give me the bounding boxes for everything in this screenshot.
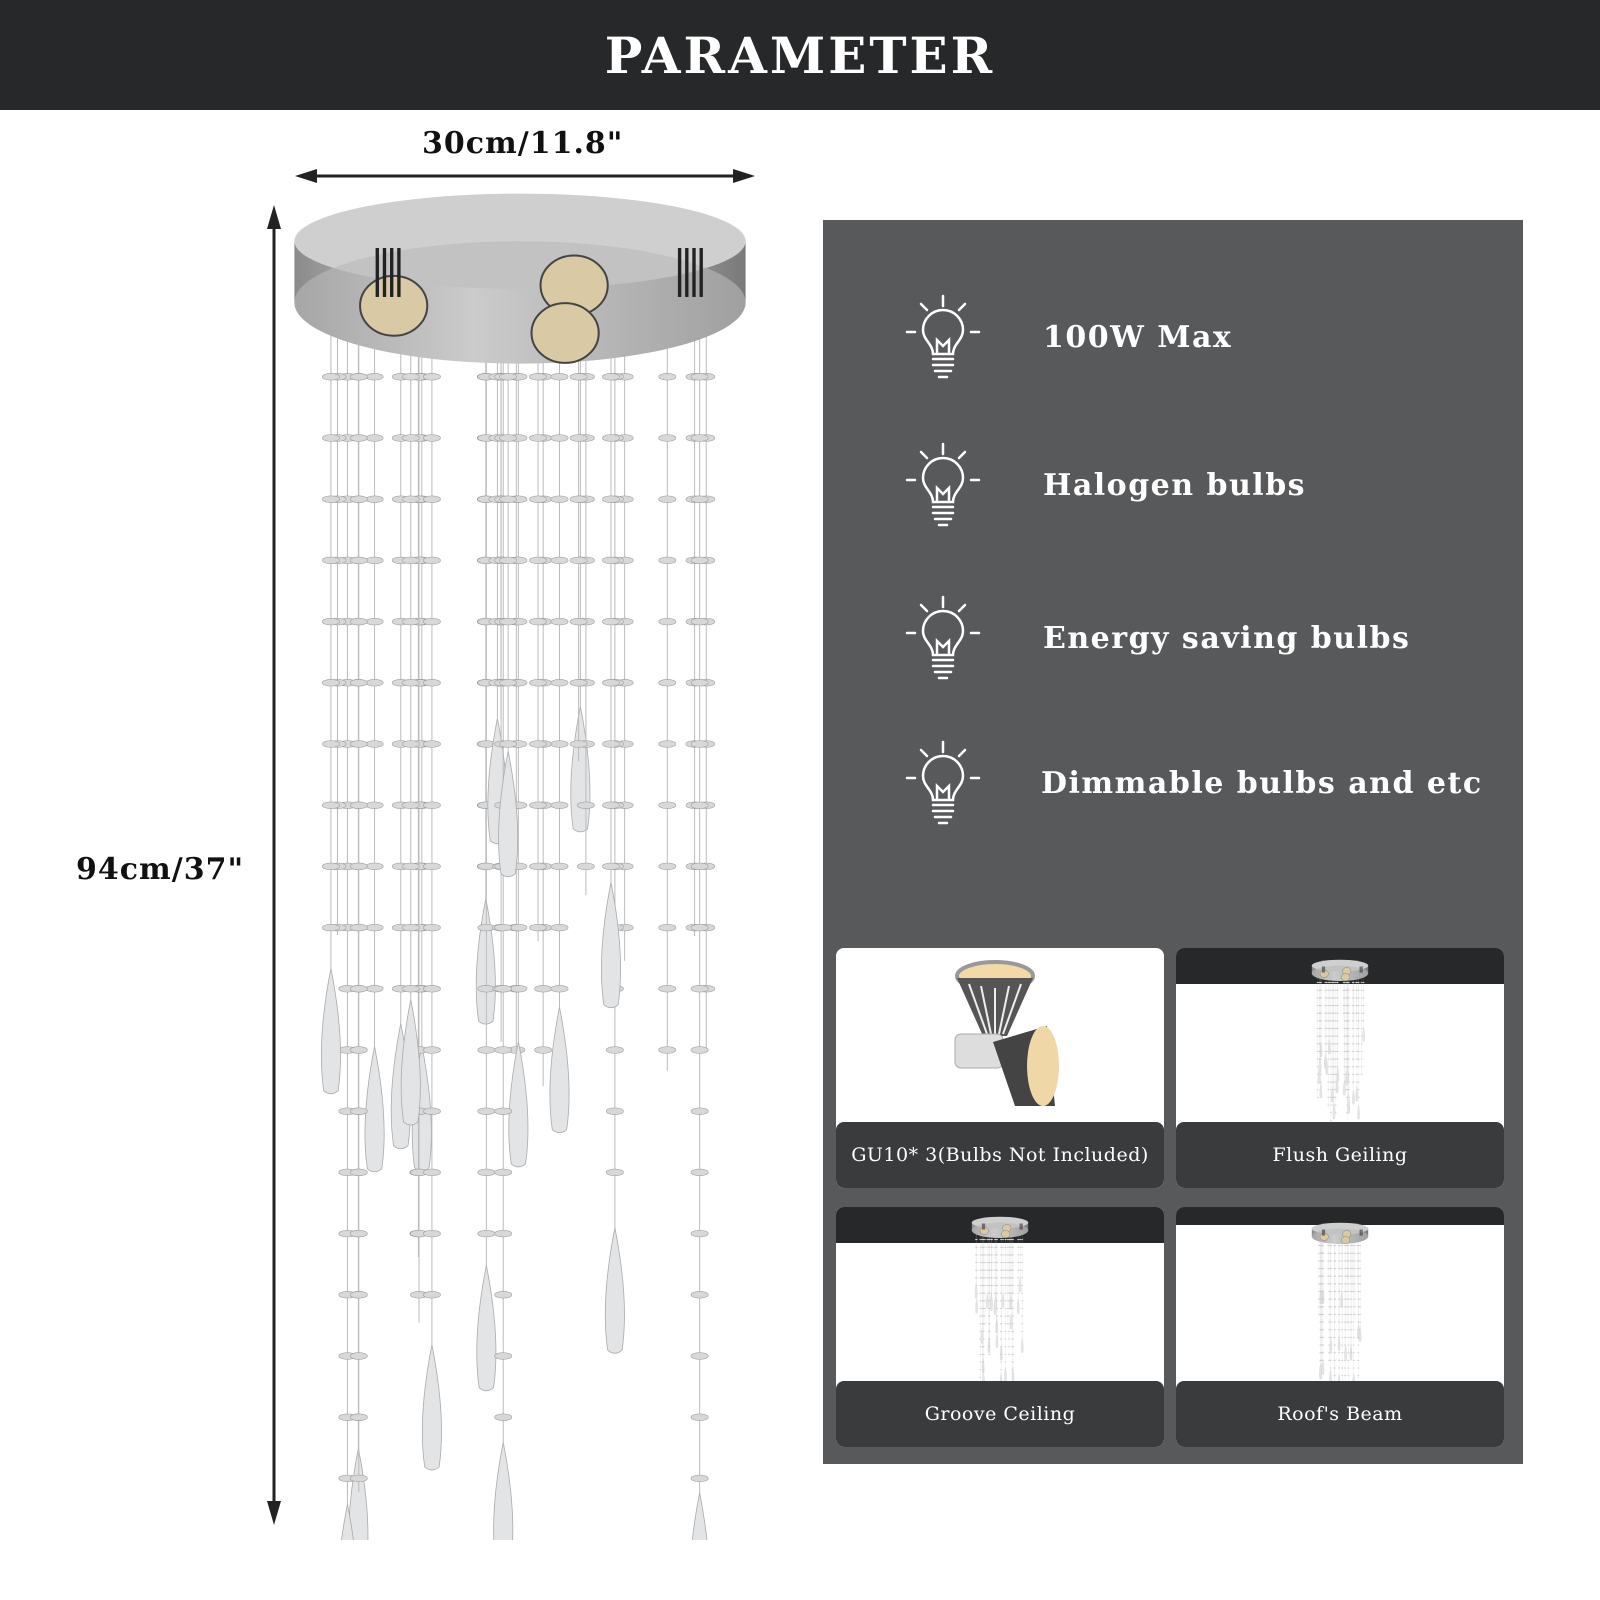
feature-100w: 100W Max xyxy=(903,292,1232,382)
feature-label: Dimmable bulbs and etc xyxy=(1041,765,1483,801)
ceiling-band xyxy=(1176,1207,1504,1225)
tile-caption: Flush Geiling xyxy=(1176,1122,1504,1188)
tile-caption: GU10* 3(Bulbs Not Included) xyxy=(836,1122,1164,1188)
tile-flush-ceiling: Flush Geiling xyxy=(1176,948,1504,1188)
header-banner: PARAMETER xyxy=(0,0,1600,110)
feature-energy-saving: Energy saving bulbs xyxy=(903,593,1410,683)
feature-label: 100W Max xyxy=(1043,319,1233,355)
tile-caption: Groove Ceiling xyxy=(836,1381,1164,1447)
page-title: PARAMETER xyxy=(604,25,996,85)
feature-label: Halogen bulbs xyxy=(1043,467,1307,503)
feature-label: Energy saving bulbs xyxy=(1043,620,1411,656)
feature-panel: 100W Max Halogen bulbs Energy saving bul… xyxy=(823,220,1523,1464)
light-bulb-icon xyxy=(905,595,981,680)
tile-groove-ceiling: Groove Ceiling xyxy=(836,1207,1164,1447)
chandelier-thumbnail xyxy=(971,1216,1029,1385)
height-dimension-label: 94cm/37" xyxy=(76,852,245,887)
feature-dimmable: Dimmable bulbs and etc xyxy=(903,738,1483,828)
feature-halogen: Halogen bulbs xyxy=(903,440,1306,530)
light-bulb-icon xyxy=(905,442,981,527)
width-arrow xyxy=(295,169,755,183)
chandelier-thumbnail xyxy=(1311,1222,1369,1391)
light-bulb-icon xyxy=(905,740,981,825)
chandelier-thumbnail xyxy=(1311,959,1369,1128)
height-arrow xyxy=(267,205,281,1525)
width-dimension-label: 30cm/11.8" xyxy=(422,126,624,161)
tile-roofs-beam: Roof's Beam xyxy=(1176,1207,1504,1447)
tile-gu10-bulbs: GU10* 3(Bulbs Not Included) xyxy=(836,948,1164,1188)
chandelier-image xyxy=(294,193,746,1540)
light-bulb-icon xyxy=(905,294,981,379)
gu10-bulb-image xyxy=(954,960,1059,1106)
tile-caption: Roof's Beam xyxy=(1176,1381,1504,1447)
